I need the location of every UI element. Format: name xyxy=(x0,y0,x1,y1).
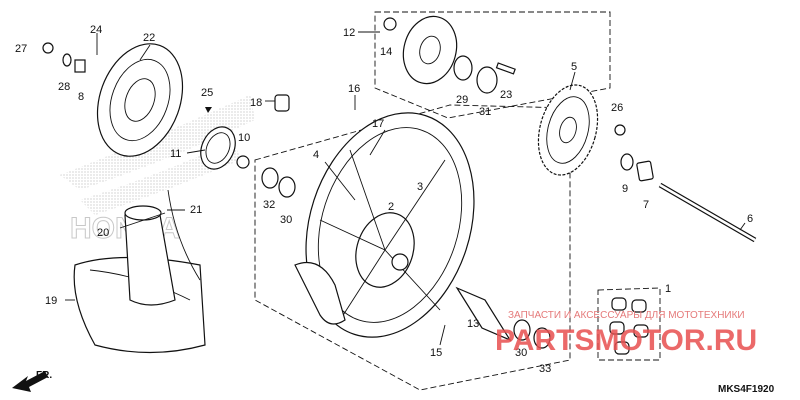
callout-21: 21 xyxy=(190,204,202,216)
sprocket-hub-part xyxy=(383,15,458,85)
callout-6: 6 xyxy=(747,213,753,225)
callout-1: 1 xyxy=(665,283,671,295)
seal-31 xyxy=(476,66,498,94)
callout-11: 11 xyxy=(170,148,181,160)
bearing-30b xyxy=(513,319,531,341)
washer-9 xyxy=(620,153,634,171)
callout-4: 4 xyxy=(313,149,319,161)
callout-24: 24 xyxy=(90,24,102,36)
callout-22: 22 xyxy=(143,32,155,44)
damper-rubbers-part xyxy=(597,287,661,361)
callout-7: 7 xyxy=(643,199,649,211)
part-25 xyxy=(205,107,212,113)
plate-8 xyxy=(74,59,86,73)
callout-3: 3 xyxy=(417,181,423,193)
callout-12: 12 xyxy=(343,27,355,39)
callout-26: 26 xyxy=(611,102,623,114)
wheel-group-box xyxy=(254,104,571,391)
callout-30b: 30 xyxy=(515,347,527,359)
callout-15: 15 xyxy=(430,347,442,359)
callout-10: 10 xyxy=(238,132,250,144)
pin-23 xyxy=(495,62,516,75)
brake-disc-part xyxy=(96,43,184,157)
driven-sprocket-part xyxy=(537,84,599,176)
callout-30a: 30 xyxy=(280,214,292,226)
callout-19: 19 xyxy=(45,295,57,307)
callout-labels: 1 2 3 4 5 6 7 8 9 10 11 12 13 14 15 16 1… xyxy=(15,24,753,375)
callout-25: 25 xyxy=(201,87,213,99)
callout-31: 31 xyxy=(479,106,491,118)
callout-9: 9 xyxy=(622,183,628,195)
callout-8: 8 xyxy=(78,91,84,103)
hub-group-box xyxy=(374,11,611,119)
bearing-29 xyxy=(453,55,473,81)
callout-28: 28 xyxy=(58,81,70,93)
callout-29: 29 xyxy=(456,94,468,106)
callout-2: 2 xyxy=(388,201,394,213)
collar-13 xyxy=(455,286,512,342)
front-direction-arrow: FR. xyxy=(12,370,52,392)
nut-26 xyxy=(614,124,626,136)
pulse-ring-part xyxy=(200,126,236,170)
nut-27 xyxy=(42,42,54,54)
adjuster-7 xyxy=(636,160,654,182)
callout-16: 16 xyxy=(348,83,360,95)
rim-strip-part xyxy=(294,261,346,325)
rear-wheel-part xyxy=(305,112,475,338)
fr-label: FR. xyxy=(36,370,52,381)
bearing-30a xyxy=(278,176,296,198)
callout-18: 18 xyxy=(250,97,262,109)
callout-5: 5 xyxy=(571,61,577,73)
callout-33: 33 xyxy=(539,363,551,375)
tire-part xyxy=(73,256,206,354)
callout-20: 20 xyxy=(97,227,109,239)
callout-23: 23 xyxy=(500,89,512,101)
callout-13: 13 xyxy=(467,318,479,330)
callout-27: 27 xyxy=(15,43,27,55)
watermark-tagline: ЗАПЧАСТИ И АКСЕССУАРЫ ДЛЯ МОТОТЕХНИКИ xyxy=(508,310,745,321)
diagram-code: MKS4F1920 xyxy=(718,384,775,395)
callout-14: 14 xyxy=(380,46,392,58)
callout-17: 17 xyxy=(372,118,384,130)
washer-28 xyxy=(62,53,72,67)
part-18 xyxy=(274,94,290,112)
callout-32: 32 xyxy=(263,199,275,211)
leader-lines xyxy=(65,31,746,346)
collar-10 xyxy=(236,155,250,169)
ring-33 xyxy=(533,327,551,349)
watermark-logo: PARTSMOTOR.RU xyxy=(495,324,757,357)
seal-32 xyxy=(261,167,279,189)
